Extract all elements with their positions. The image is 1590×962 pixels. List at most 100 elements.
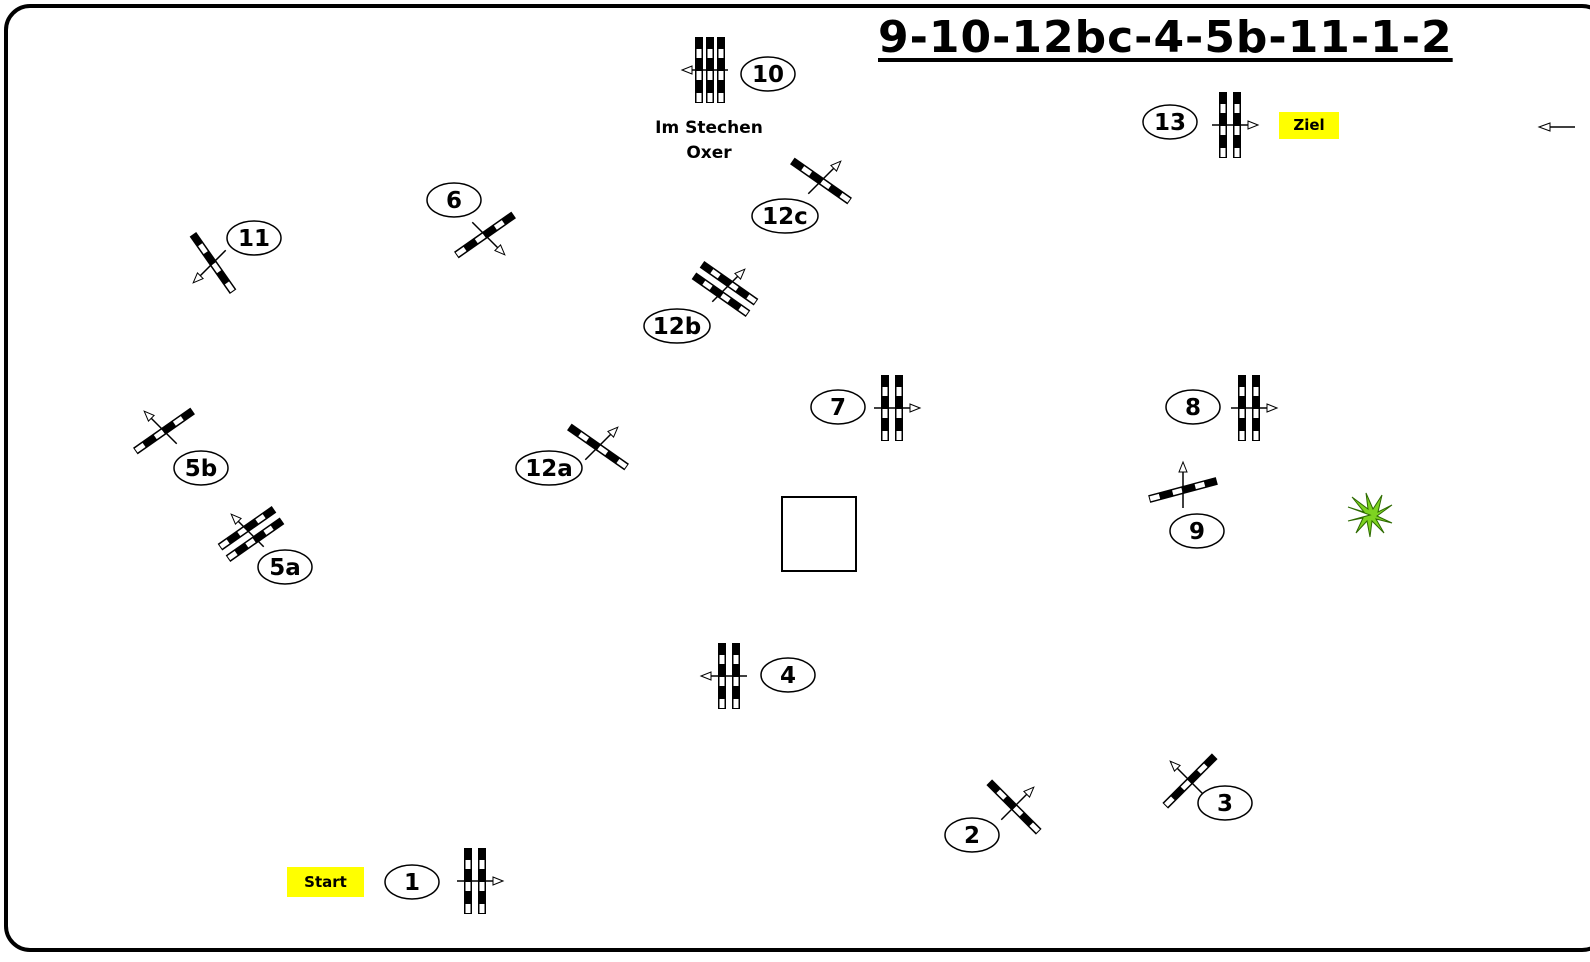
fence-stripe — [1172, 487, 1183, 496]
fence-13-number-badge: 13 — [1142, 104, 1198, 140]
finish-label: Ziel — [1279, 112, 1339, 139]
direction-arrow-icon — [230, 513, 265, 548]
fence-stripe — [1234, 126, 1240, 135]
fence-stripe — [479, 860, 485, 869]
fence-stripe — [707, 71, 713, 80]
fence-number: 13 — [1154, 110, 1186, 136]
jumpoff-note: Im Stechen Oxer — [630, 116, 788, 166]
fence-3: 3 — [1162, 753, 1253, 821]
fence-number: 7 — [830, 395, 846, 421]
fence-5a-obstacle — [217, 506, 285, 562]
direction-arrow-icon — [1178, 460, 1188, 508]
direction-arrow-icon — [457, 876, 505, 886]
fence-stripe — [718, 93, 724, 102]
badge-oval — [384, 864, 440, 900]
fence-4: 4 — [699, 643, 816, 709]
badge-oval — [760, 657, 816, 693]
fence-5a-number-badge: 5a — [257, 549, 313, 585]
badge-oval — [1142, 104, 1198, 140]
direction-arrow-icon — [680, 65, 728, 75]
fence-stripe — [474, 233, 486, 244]
fence-stripe — [719, 699, 725, 708]
fence-stripe — [1253, 409, 1259, 418]
direction-arrow-icon — [192, 249, 227, 284]
fence-7: 7 — [810, 375, 922, 441]
badge-oval — [944, 817, 1000, 853]
fence-stripe — [479, 882, 485, 891]
fence-8: 8 — [1165, 375, 1279, 441]
fence-stripe — [710, 269, 721, 279]
fence-stripe — [738, 305, 749, 316]
edge-arrow-icon — [1537, 122, 1575, 132]
fence-stripe — [696, 49, 702, 58]
fence-9-number-badge: 9 — [1169, 513, 1225, 549]
fence-stripe — [134, 442, 146, 453]
fence-stripe — [224, 281, 235, 293]
course-sequence-title: 9-10-12bc-4-5b-11-1-2 — [878, 12, 1453, 63]
badge-oval — [426, 182, 482, 218]
fence-11: 11 — [189, 220, 282, 294]
fence-5b: 5b — [133, 407, 229, 486]
direction-arrow-icon — [807, 160, 842, 195]
fence-13: 13 — [1142, 92, 1260, 158]
fence-9: 9 — [1148, 460, 1225, 549]
direction-arrow-icon — [1000, 786, 1035, 821]
direction-arrow-icon — [584, 426, 619, 461]
jumpoff-note-line1: Im Stechen — [655, 118, 763, 138]
fence-12a-number-badge: 12a — [515, 450, 583, 486]
fence-stripe — [733, 699, 739, 708]
fence-stripe — [1164, 796, 1175, 807]
fence-5a: 5a — [217, 506, 313, 585]
badge-oval — [515, 450, 583, 486]
fence-stripe — [696, 93, 702, 102]
fence-12b: 12b — [643, 261, 759, 344]
fence-stripe — [718, 49, 724, 58]
fence-stripe — [820, 179, 832, 190]
fence-number: 3 — [1217, 791, 1233, 817]
jumpoff-note-line2: Oxer — [686, 143, 732, 163]
badge-oval — [1169, 513, 1225, 549]
fence-stripe — [153, 429, 165, 440]
fence-stripe — [245, 538, 256, 548]
fence-stripe — [1220, 148, 1226, 157]
fence-number: 10 — [752, 62, 784, 88]
fence-stripe — [728, 281, 739, 292]
direction-arrow-icon — [1231, 403, 1279, 413]
fence-stripe — [707, 93, 713, 102]
fence-stripe — [718, 71, 724, 80]
fence-stripe — [237, 526, 248, 537]
fence-number: 2 — [964, 823, 980, 849]
fence-stripe — [219, 539, 230, 549]
fence-stripe — [707, 49, 713, 58]
fence-stripe — [465, 860, 471, 869]
fence-stripe — [172, 416, 184, 426]
fence-11-number-badge: 11 — [226, 220, 282, 256]
fence-7-number-badge: 7 — [810, 389, 866, 425]
badge-oval — [173, 450, 229, 486]
fence-stripe — [1239, 387, 1245, 396]
fence-10-number-badge: 10 — [740, 56, 796, 92]
fence-stripe — [1194, 481, 1206, 490]
badge-oval — [1165, 389, 1221, 425]
fence-number: 12c — [762, 204, 808, 230]
badge-oval — [226, 220, 282, 256]
center-square — [781, 496, 857, 572]
fence-1: 1 — [384, 848, 505, 914]
direction-arrow-icon — [471, 221, 506, 256]
fence-stripe — [1239, 409, 1245, 418]
fence-2-number-badge: 2 — [944, 817, 1000, 853]
fence-number: 12a — [525, 456, 573, 482]
fence-stripe — [882, 387, 888, 396]
fence-stripe — [896, 409, 902, 418]
badge-oval — [1197, 785, 1253, 821]
fence-stripe — [255, 514, 266, 524]
fence-stripe — [746, 294, 757, 304]
fence-stripe — [578, 432, 590, 442]
fence-stripe — [839, 192, 851, 203]
fence-number: 5b — [185, 456, 217, 482]
fence-stripe — [896, 431, 902, 440]
fence-stripe — [696, 71, 702, 80]
fence-number: 1 — [404, 870, 420, 896]
fence-number: 9 — [1189, 519, 1205, 545]
